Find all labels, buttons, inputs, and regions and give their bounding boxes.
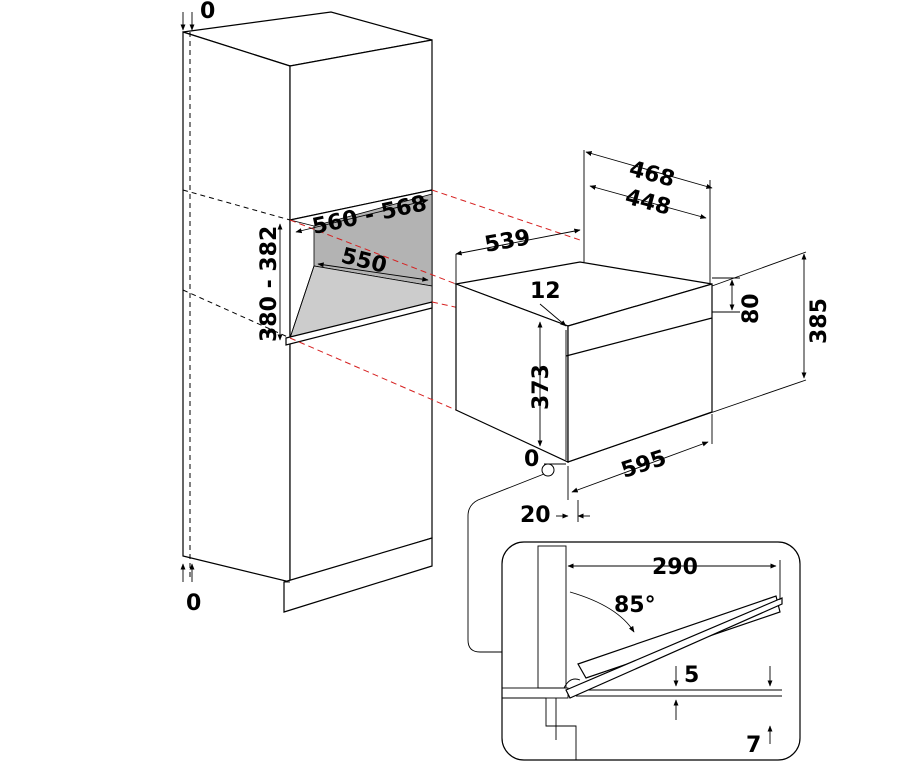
label-appl-depth: 539 [483,225,533,258]
tall-cabinet [182,11,433,613]
label-panel-offset: 12 [530,279,561,304]
label-cab-gap-bottom: 0 [186,591,201,616]
dimension-lines [180,12,807,582]
door-detail-inset [501,541,801,761]
label-cab-gap-top: 0 [200,0,215,24]
detail-callout [467,463,555,653]
label-panel-height: 80 [739,293,764,324]
label-niche-height: 380 - 382 [257,226,282,342]
label-appl-width: 595 [618,446,669,484]
label-door-depth: 290 [652,555,698,580]
label-body-height: 373 [529,364,554,410]
label-appl-height: 385 [807,298,832,344]
label-door-angle: 85° [614,593,656,618]
label-base-offset: 0 [524,447,539,472]
oven-appliance [453,261,713,463]
label-front-thickness: 20 [520,503,551,528]
label-door-gap: 5 [684,663,699,688]
label-floor-gap: 7 [746,733,761,758]
